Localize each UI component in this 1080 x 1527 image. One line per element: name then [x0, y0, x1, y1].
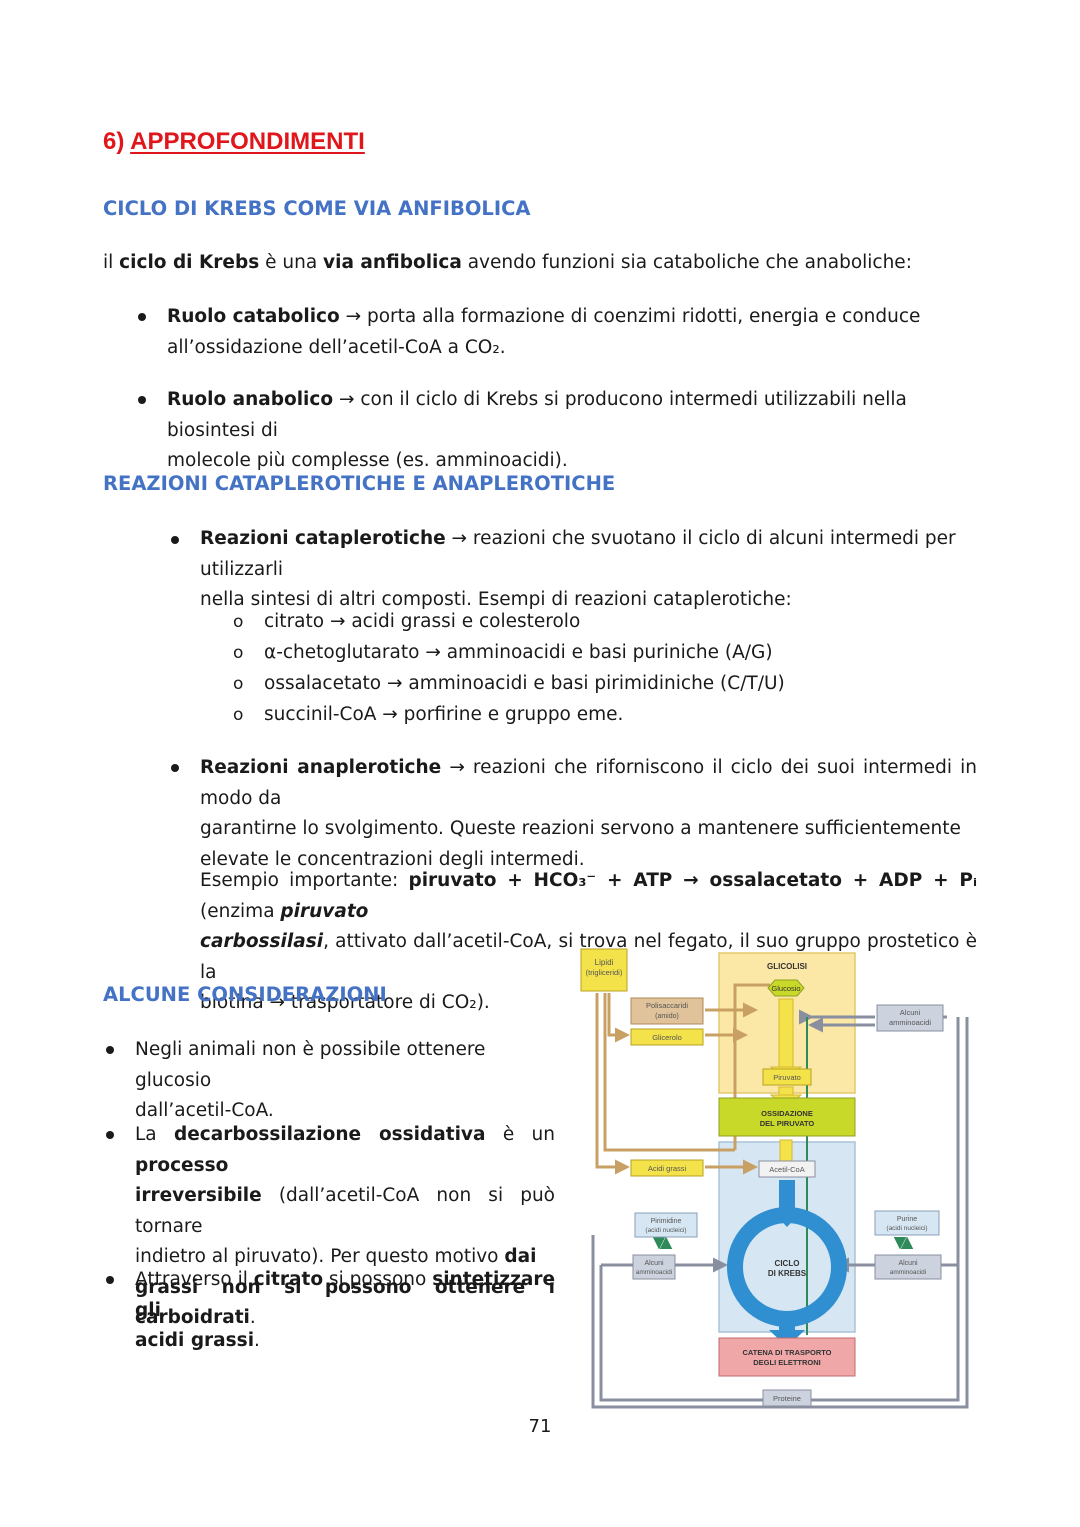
lipids-box — [580, 948, 628, 992]
svg-text:(acidi nucleici): (acidi nucleici) — [886, 1225, 927, 1232]
page-number: 71 — [528, 1416, 552, 1437]
purines-box — [874, 1210, 940, 1236]
bullet-icon — [138, 313, 146, 321]
consideration-glucose: Negli animali non è possibile ottenere g… — [135, 1039, 486, 1121]
list-item: succinil-CoA → porfirine e gruppo eme. — [264, 704, 624, 725]
svg-text:CATENA DI TRASPORTO: CATENA DI TRASPORTO — [742, 1348, 831, 1357]
svg-text:Proteine: Proteine — [773, 1394, 801, 1403]
anaplerotic-example: Esempio importante: piruvato + HCO₃⁻ + A… — [200, 870, 977, 1013]
svg-text:CICLO: CICLO — [775, 1259, 800, 1268]
metabolism-diagram: Lipidi (trigliceridi) GLICOLISI Glucosio… — [580, 948, 969, 1409]
list-item: ossalacetato → amminoacidi e basi pirimi… — [264, 673, 785, 694]
amino-acids-box — [874, 1254, 942, 1280]
svg-text:amminoacidi: amminoacidi — [890, 1269, 927, 1276]
svg-text:(trigliceridi): (trigliceridi) — [586, 968, 623, 977]
svg-text:Piruvato: Piruvato — [773, 1073, 801, 1082]
flow-arrow — [771, 1180, 803, 1227]
svg-text:Glicerolo: Glicerolo — [652, 1033, 682, 1042]
flow-arrow — [778, 998, 794, 1070]
flow-arrow — [769, 1317, 805, 1347]
list-marker: o — [233, 612, 244, 632]
svg-text:amminoacidi: amminoacidi — [636, 1269, 673, 1276]
cataplerotic-reactions: Reazioni cataplerotiche → reazioni che s… — [200, 528, 956, 610]
svg-text:Alcuni: Alcuni — [900, 1008, 921, 1017]
list-marker: o — [233, 705, 244, 725]
svg-text:Purine: Purine — [897, 1216, 917, 1223]
pathway-line — [591, 1017, 969, 1409]
heading-krebs: CICLO DI KREBS COME VIA ANFIBOLICA — [103, 197, 531, 220]
bullet-icon — [106, 1131, 114, 1139]
section-number: 6) — [103, 128, 125, 155]
svg-text:(acidi nucleici): (acidi nucleici) — [645, 1227, 686, 1234]
svg-text:Lipidi: Lipidi — [595, 958, 614, 967]
svg-text:Alcuni: Alcuni — [644, 1260, 664, 1267]
pathway-line — [607, 993, 630, 1043]
catabolic-role: Ruolo catabolico → porta alla formazione… — [167, 306, 921, 358]
list-item: α-chetoglutarato → amminoacidi e basi pu… — [264, 642, 773, 663]
pyruvate-oxidation-box — [718, 1097, 856, 1137]
glucose-box — [767, 979, 805, 997]
heading-considerations: ALCUNE CONSIDERAZIONI — [103, 983, 387, 1006]
pathway-line — [595, 993, 630, 1175]
pyrimidines-box — [634, 1212, 698, 1238]
list-marker: o — [233, 674, 244, 694]
bullet-icon — [106, 1046, 114, 1054]
svg-text:DEGLI ELETTRONI: DEGLI ELETTRONI — [753, 1358, 821, 1367]
svg-text:DI KREBS: DI KREBS — [768, 1269, 807, 1278]
electron-transport-box — [718, 1337, 856, 1377]
anabolic-role: Ruolo anabolico → con il ciclo di Krebs … — [167, 389, 907, 471]
page-title: 6) APPROFONDIMENTI — [103, 128, 365, 156]
svg-text:Glucosio: Glucosio — [771, 984, 800, 993]
polysaccharides-box — [630, 997, 704, 1025]
bullet-icon — [171, 536, 179, 544]
bullet-icon — [171, 764, 179, 772]
flow-arrow — [779, 1139, 793, 1163]
glycerol-box — [630, 1028, 704, 1046]
consideration-decarboxylation: La decarbossilazione ossidativa è un pro… — [135, 1124, 556, 1328]
pathway-line — [603, 993, 735, 1152]
glycolysis-label: GLICOLISI — [767, 962, 807, 971]
svg-text:(amido): (amido) — [655, 1013, 679, 1020]
bullet-icon — [106, 1276, 114, 1284]
svg-text:Alcuni: Alcuni — [898, 1260, 918, 1267]
list-item: citrato → acidi grassi e colesterolo — [264, 611, 581, 632]
acetyl-coa-box — [758, 1160, 816, 1178]
pyruvate-box — [762, 1068, 812, 1086]
pathway-line — [733, 983, 770, 1150]
fatty-acids-box — [630, 1159, 704, 1177]
svg-text:DEL PIRUVATO: DEL PIRUVATO — [760, 1119, 815, 1128]
krebs-intro: il ciclo di Krebs è una via anfibolica a… — [103, 252, 912, 273]
list-marker: o — [233, 643, 244, 663]
amino-acids-box — [632, 1254, 676, 1280]
heading-reactions: REAZIONI CATAPLEROTICHE E ANAPLEROTICHE — [103, 472, 616, 495]
section-title: APPROFONDIMENTI — [130, 128, 365, 155]
svg-text:Pirimidine: Pirimidine — [651, 1218, 682, 1225]
svg-text:Polisaccaridi: Polisaccaridi — [646, 1001, 688, 1010]
proteins-box — [762, 1389, 812, 1407]
svg-text:amminoacidi: amminoacidi — [889, 1018, 931, 1027]
svg-text:Acetil-CoA: Acetil-CoA — [769, 1165, 804, 1174]
consideration-citrate: Attraverso il citrato si possono sinteti… — [135, 1269, 555, 1351]
amino-acids-box — [876, 1004, 944, 1032]
bullet-icon — [138, 396, 146, 404]
anaplerotic-reactions: Reazioni anaplerotiche → reazioni che ri… — [200, 757, 977, 870]
svg-text:Acidi grassi: Acidi grassi — [648, 1164, 687, 1173]
svg-text:OSSIDAZIONE: OSSIDAZIONE — [761, 1109, 813, 1118]
